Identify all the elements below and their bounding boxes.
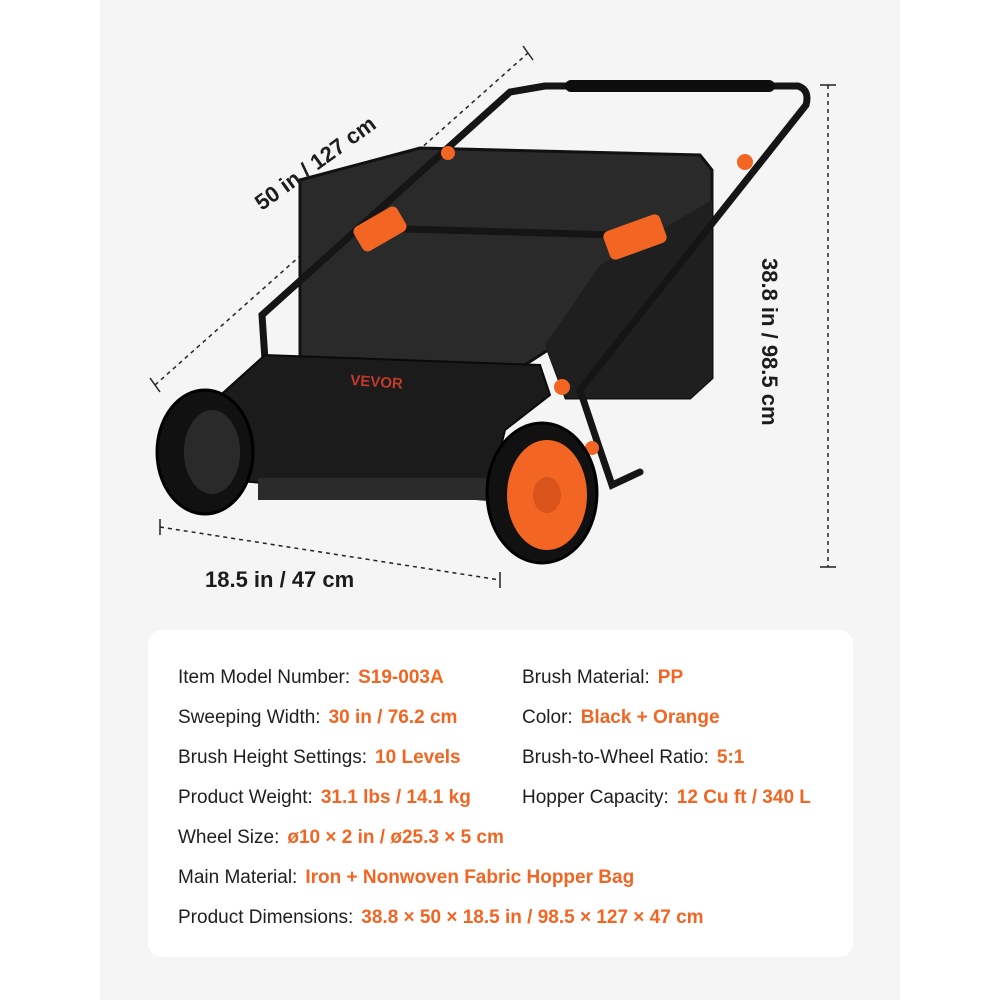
spec-value: Black + Orange — [580, 707, 720, 728]
spec-label: Brush Material: — [522, 667, 650, 688]
spec-hopper: Hopper Capacity: 12 Cu ft / 340 L — [522, 787, 811, 809]
spec-brush-material: Brush Material: PP — [522, 667, 683, 689]
vevor-logo: VEVOR — [350, 372, 404, 393]
spec-value: 5:1 — [716, 747, 745, 768]
spec-label: Brush-to-Wheel Ratio: — [522, 747, 709, 768]
spec-label: Brush Height Settings: — [178, 747, 368, 768]
spec-label: Sweeping Width: — [178, 707, 321, 728]
spec-value: 12 Cu ft / 340 L — [676, 787, 811, 808]
handle-frame — [258, 82, 811, 490]
spec-value: 30 in / 76.2 cm — [328, 707, 458, 728]
spec-ratio: Brush-to-Wheel Ratio: 5:1 — [522, 747, 744, 769]
spec-value: ø10 × 2 in / ø25.3 × 5 cm — [287, 827, 504, 848]
length-tick-end — [522, 45, 534, 61]
spec-model: Item Model Number: S19-003A — [178, 667, 444, 689]
spec-label: Product Weight: — [178, 787, 313, 808]
width-dimension-line — [159, 526, 501, 581]
spec-value: 38.8 × 50 × 18.5 in / 98.5 × 127 × 47 cm — [361, 907, 704, 928]
hopper-bag-fold — [545, 200, 712, 398]
spec-weight: Product Weight: 31.1 lbs / 14.1 kg — [178, 787, 471, 809]
left-wheel — [155, 388, 255, 516]
handle-grip — [565, 80, 775, 92]
length-tick-start — [149, 377, 161, 393]
spec-label: Item Model Number: — [178, 667, 351, 688]
spec-value: 31.1 lbs / 14.1 kg — [320, 787, 471, 808]
spec-brush-height: Brush Height Settings: 10 Levels — [178, 747, 461, 769]
spec-value: Iron + Nonwoven Fabric Hopper Bag — [305, 867, 635, 888]
spec-label: Hopper Capacity: — [522, 787, 669, 808]
spec-value: 10 Levels — [375, 747, 461, 768]
width-dimension-label: 18.5 in / 47 cm — [205, 567, 355, 592]
spec-label: Wheel Size: — [178, 827, 280, 848]
spec-sweeping-width: Sweeping Width: 30 in / 76.2 cm — [178, 707, 457, 729]
height-dimension-label: 38.8 in / 98.5 cm — [757, 258, 782, 426]
brush-strip — [258, 478, 486, 500]
spec-label: Product Dimensions: — [178, 907, 354, 928]
spec-main-material: Main Material: Iron + Nonwoven Fabric Hop… — [178, 867, 634, 889]
spec-card: Item Model Number: S19-003A Brush Materia… — [148, 630, 853, 957]
lawn-sweeper-illustration: VEVOR — [149, 45, 836, 588]
spec-value: PP — [657, 667, 684, 688]
spec-color: Color: Black + Orange — [522, 707, 720, 729]
spec-label: Main Material: — [178, 867, 298, 888]
spec-dimensions: Product Dimensions: 38.8 × 50 × 18.5 in /… — [178, 907, 704, 929]
right-wheel — [485, 421, 599, 565]
spec-wheel: Wheel Size: ø10 × 2 in / ø25.3 × 5 cm — [178, 827, 504, 849]
spec-value: S19-003A — [358, 667, 444, 688]
spec-label: Color: — [522, 707, 573, 728]
